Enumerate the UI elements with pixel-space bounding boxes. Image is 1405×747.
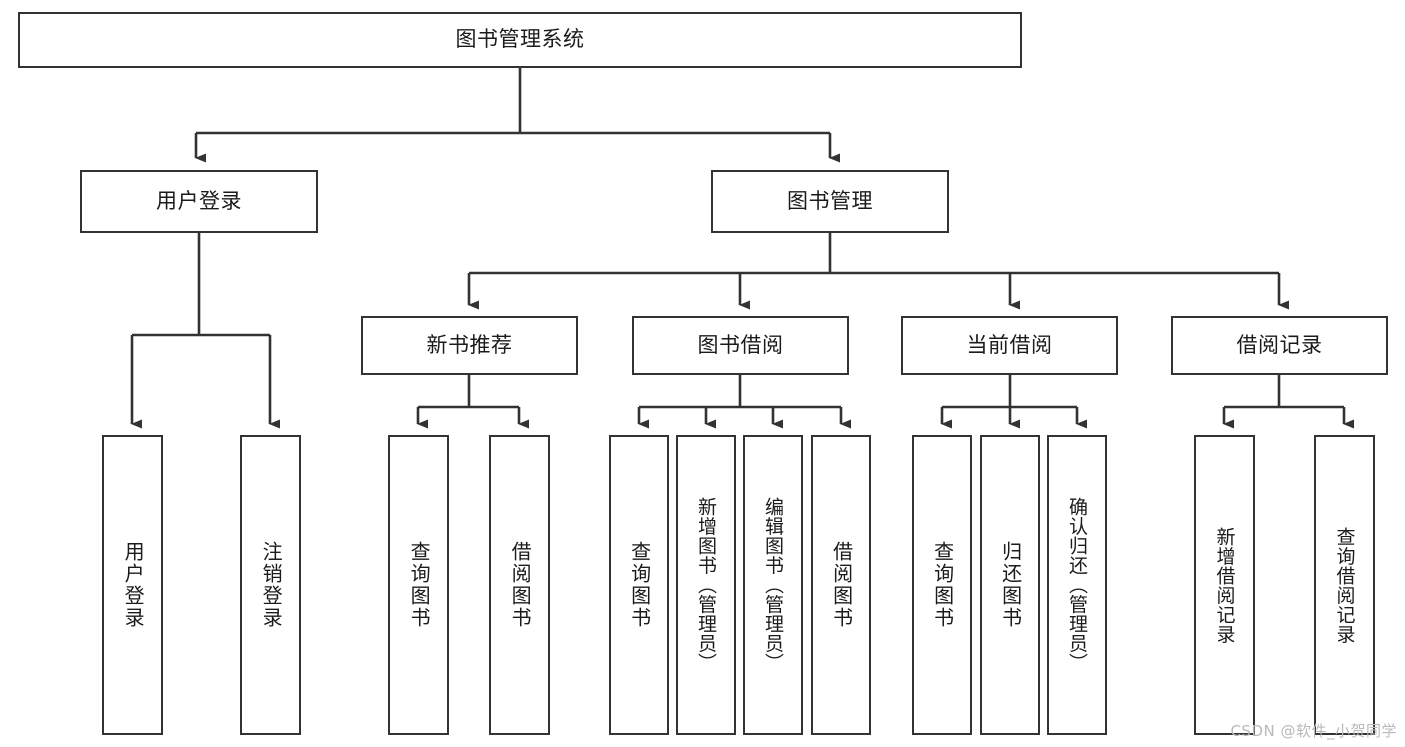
node-leaf-user-logout[interactable]: 注销登录	[240, 435, 301, 735]
node-book-management[interactable]: 图书管理	[711, 170, 949, 233]
node-leaf-add-record-label: 新增借阅记录	[1213, 526, 1236, 644]
node-user-login-label: 用户登录	[156, 188, 242, 213]
node-leaf-add-book-label: 新增图书（管理员）	[695, 497, 718, 673]
node-leaf-user-login-label: 用户登录	[121, 541, 146, 629]
node-leaf-user-logout-label: 注销登录	[259, 541, 284, 629]
node-leaf-return-book-label: 归还图书	[998, 541, 1023, 629]
node-new-book-recommend[interactable]: 新书推荐	[361, 316, 578, 375]
node-book-borrow-label: 图书借阅	[697, 332, 784, 357]
node-leaf-query-book-3[interactable]: 查询图书	[912, 435, 972, 735]
node-root[interactable]: 图书管理系统	[18, 12, 1022, 68]
node-borrow-record-label: 借阅记录	[1236, 332, 1323, 357]
node-leaf-query-book-2-label: 查询图书	[627, 541, 652, 629]
node-leaf-edit-book[interactable]: 编辑图书（管理员）	[743, 435, 803, 735]
node-leaf-borrow-book-1-label: 借阅图书	[508, 541, 533, 629]
node-leaf-confirm-return-label: 确认归还（管理员）	[1066, 497, 1089, 673]
node-new-book-recommend-label: 新书推荐	[426, 332, 513, 357]
node-leaf-query-record[interactable]: 查询借阅记录	[1314, 435, 1375, 735]
node-leaf-query-book-2[interactable]: 查询图书	[609, 435, 669, 735]
node-leaf-borrow-book-2-label: 借阅图书	[829, 541, 854, 629]
node-leaf-return-book[interactable]: 归还图书	[980, 435, 1040, 735]
node-user-login[interactable]: 用户登录	[80, 170, 318, 233]
node-leaf-query-record-label: 查询借阅记录	[1333, 526, 1356, 644]
watermark-text: CSDN @软件_小贺同学	[1230, 722, 1397, 740]
node-current-borrow[interactable]: 当前借阅	[901, 316, 1118, 375]
node-leaf-edit-book-label: 编辑图书（管理员）	[762, 497, 785, 673]
node-leaf-add-book[interactable]: 新增图书（管理员）	[676, 435, 736, 735]
node-borrow-record[interactable]: 借阅记录	[1171, 316, 1388, 375]
node-leaf-query-book-3-label: 查询图书	[930, 541, 955, 629]
node-current-borrow-label: 当前借阅	[966, 332, 1053, 357]
node-book-borrow[interactable]: 图书借阅	[632, 316, 849, 375]
node-leaf-user-login[interactable]: 用户登录	[102, 435, 163, 735]
node-leaf-borrow-book-2[interactable]: 借阅图书	[811, 435, 871, 735]
node-root-label: 图书管理系统	[455, 27, 585, 52]
node-leaf-query-book-1[interactable]: 查询图书	[388, 435, 449, 735]
node-leaf-add-record[interactable]: 新增借阅记录	[1194, 435, 1255, 735]
node-leaf-borrow-book-1[interactable]: 借阅图书	[489, 435, 550, 735]
node-leaf-query-book-1-label: 查询图书	[407, 541, 432, 629]
node-leaf-confirm-return[interactable]: 确认归还（管理员）	[1047, 435, 1107, 735]
node-book-management-label: 图书管理	[787, 188, 873, 213]
